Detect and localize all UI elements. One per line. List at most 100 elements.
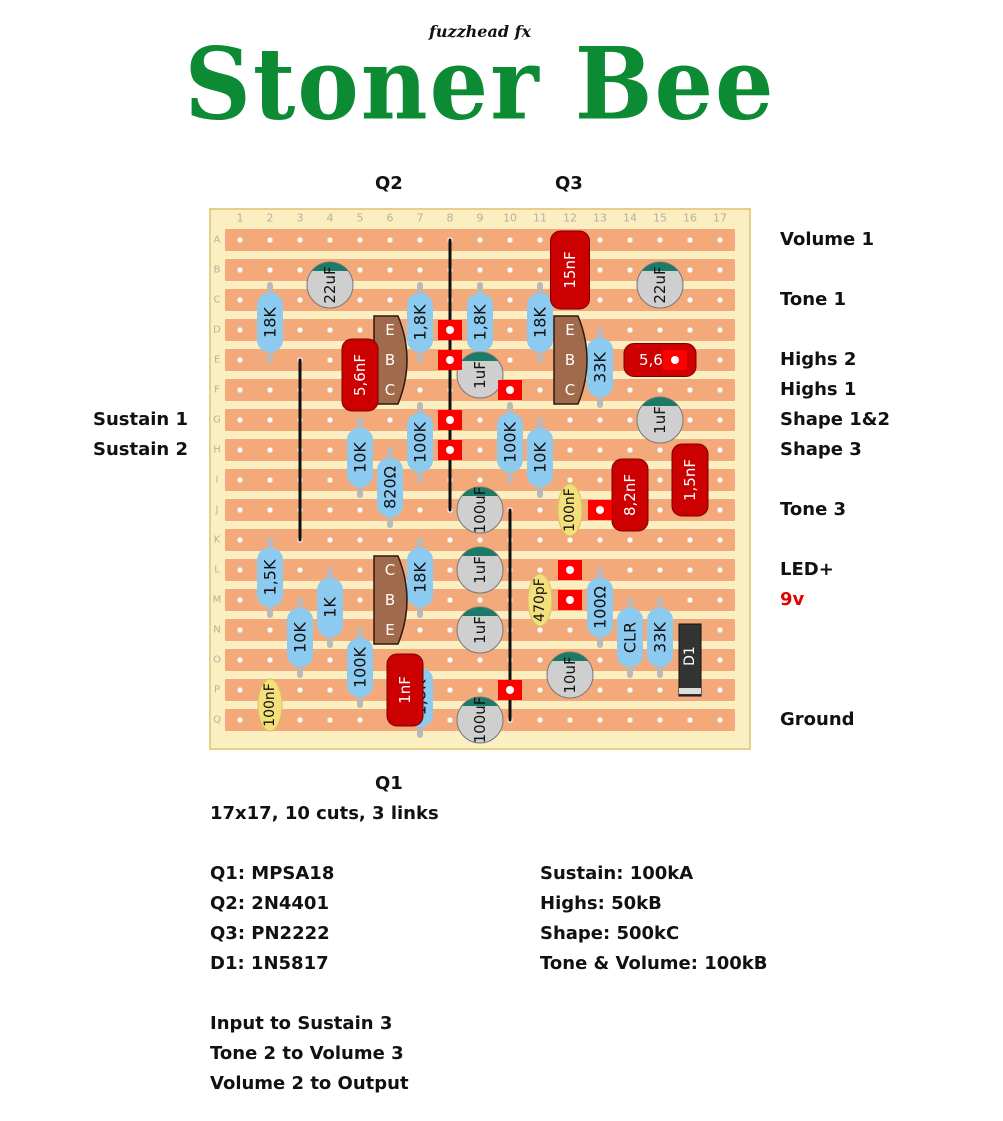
cut-hole bbox=[566, 566, 574, 574]
strip-hole bbox=[657, 237, 663, 243]
resistor-body bbox=[347, 638, 373, 697]
strip-hole bbox=[267, 417, 273, 423]
electrolytic-label: 100uF bbox=[471, 697, 489, 744]
strip-hole bbox=[327, 477, 333, 483]
resistor-body bbox=[407, 548, 433, 607]
strip-hole bbox=[447, 657, 453, 663]
strip-hole bbox=[537, 627, 543, 633]
wiring-volume: Volume 2 to Output bbox=[210, 1073, 409, 1094]
row-letter: Q bbox=[213, 715, 221, 726]
strip-hole bbox=[477, 657, 483, 663]
electrolytic-cap bbox=[456, 606, 504, 654]
board-summary: 17x17, 10 cuts, 3 links bbox=[210, 803, 439, 824]
strip-hole bbox=[357, 537, 363, 543]
resistor-label: 18K bbox=[531, 307, 550, 338]
strip-hole bbox=[327, 417, 333, 423]
column-number: 2 bbox=[267, 212, 274, 225]
transistor-pin-label: E bbox=[565, 321, 574, 339]
strip-hole bbox=[717, 237, 723, 243]
resistor-label: 1,8K bbox=[471, 304, 490, 340]
electrolytic-label: 22uF bbox=[651, 266, 669, 303]
row-letter: A bbox=[214, 235, 221, 246]
cut-hole bbox=[446, 446, 454, 454]
cap-polarity-stripe bbox=[462, 487, 498, 496]
strip-hole bbox=[387, 537, 393, 543]
strip-hole bbox=[567, 417, 573, 423]
column-number: 10 bbox=[503, 212, 517, 225]
transistor-pin-label: E bbox=[385, 621, 394, 639]
strip-hole bbox=[327, 657, 333, 663]
strip-hole bbox=[687, 267, 693, 273]
strip-hole bbox=[657, 567, 663, 573]
strip-hole bbox=[717, 417, 723, 423]
q2-label: Q2 bbox=[375, 173, 403, 194]
strip-hole bbox=[627, 417, 633, 423]
strip-hole bbox=[597, 417, 603, 423]
brand-name: fuzzhead fx bbox=[428, 22, 532, 41]
column-number: 16 bbox=[683, 212, 697, 225]
strip-hole bbox=[537, 267, 543, 273]
part-q3: Q3: PN2222 bbox=[210, 923, 330, 944]
pot-shape: Shape: 500kC bbox=[540, 923, 680, 944]
strip-hole bbox=[267, 627, 273, 633]
row-letter: L bbox=[214, 565, 220, 576]
strip-hole bbox=[267, 267, 273, 273]
strip-hole bbox=[327, 387, 333, 393]
strip-hole bbox=[267, 387, 273, 393]
parts-list: Q1: MPSA18 Q2: 2N4401 Q3: PN2222 D1: 1N5… bbox=[210, 863, 334, 983]
strip-hole bbox=[717, 327, 723, 333]
strip-hole bbox=[687, 537, 693, 543]
resistor-body bbox=[347, 428, 373, 487]
strip-hole bbox=[537, 537, 543, 543]
resistor-body bbox=[527, 293, 553, 352]
cap-polarity-stripe bbox=[642, 397, 678, 406]
strip-hole bbox=[627, 387, 633, 393]
strip-hole bbox=[297, 267, 303, 273]
strip-hole bbox=[687, 297, 693, 303]
strip-hole bbox=[657, 447, 663, 453]
row-letter: D bbox=[213, 325, 221, 336]
electrolytic-cap bbox=[456, 486, 504, 534]
resistor-body bbox=[257, 548, 283, 607]
strip-hole bbox=[417, 387, 423, 393]
column-number: 7 bbox=[417, 212, 424, 225]
resistor-label: 10K bbox=[351, 442, 370, 473]
resistor-body bbox=[647, 608, 673, 667]
cut-hole bbox=[446, 326, 454, 334]
wiring-notes: Input to Sustain 3 Tone 2 to Volume 3 Vo… bbox=[210, 1013, 409, 1103]
electrolytic-cap bbox=[636, 261, 684, 309]
left-label: Sustain 2 bbox=[93, 439, 189, 460]
row-letter: B bbox=[214, 265, 221, 276]
strip-hole bbox=[687, 327, 693, 333]
strip-hole bbox=[657, 327, 663, 333]
column-number: 4 bbox=[327, 212, 334, 225]
row-letter: M bbox=[213, 595, 222, 606]
column-number: 5 bbox=[357, 212, 364, 225]
strip-hole bbox=[627, 717, 633, 723]
right-label: LED+ bbox=[780, 559, 834, 580]
row-letter: E bbox=[214, 355, 220, 366]
strip-hole bbox=[237, 717, 243, 723]
ceramic-cap bbox=[257, 678, 283, 732]
strip-hole bbox=[567, 447, 573, 453]
strip-hole bbox=[627, 687, 633, 693]
strip-hole bbox=[237, 507, 243, 513]
resistor-label: 33K bbox=[651, 622, 670, 653]
strip-hole bbox=[717, 567, 723, 573]
column-number: 17 bbox=[713, 212, 727, 225]
strip-hole bbox=[657, 687, 663, 693]
strip-hole bbox=[717, 597, 723, 603]
strip-hole bbox=[657, 717, 663, 723]
strip-hole bbox=[537, 717, 543, 723]
strip-hole bbox=[597, 477, 603, 483]
column-number: 14 bbox=[623, 212, 637, 225]
strip-hole bbox=[387, 267, 393, 273]
strip-hole bbox=[597, 237, 603, 243]
electrolytic-cap bbox=[546, 651, 594, 699]
strip-hole bbox=[237, 447, 243, 453]
strip-hole bbox=[327, 687, 333, 693]
strip-hole bbox=[237, 387, 243, 393]
film-cap bbox=[550, 230, 590, 310]
strip-hole bbox=[567, 627, 573, 633]
pot-sustain: Sustain: 100kA bbox=[540, 863, 694, 884]
